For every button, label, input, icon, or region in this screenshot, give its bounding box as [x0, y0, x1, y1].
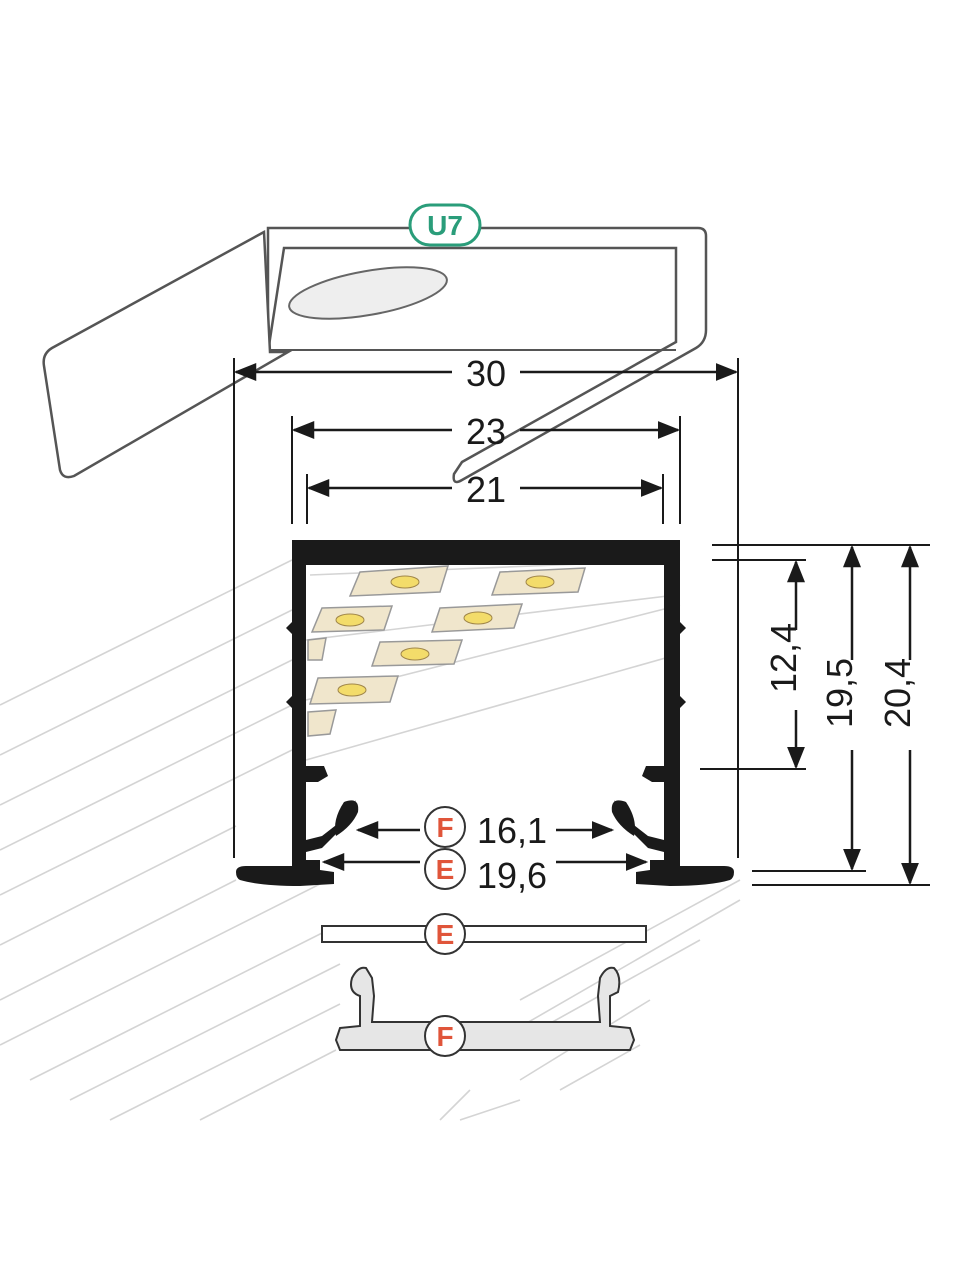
dimension-outer-width: 30: [233, 353, 739, 858]
badge-e-dimension: E: [424, 848, 466, 890]
badge-e-dimension-text: E: [436, 854, 455, 885]
badge-e-diffuser: E: [424, 913, 466, 955]
badge-e-diffuser-text: E: [436, 919, 455, 950]
height-total-label: 20,4: [877, 658, 918, 728]
dimension-inner-width-top: 23: [291, 411, 681, 524]
u7-badge-text: U7: [427, 210, 463, 241]
led-chip: [348, 565, 450, 597]
u7-badge: U7: [408, 203, 482, 247]
dimension-height-total: 20,4: [877, 544, 919, 886]
led-chip: [430, 603, 524, 633]
inner-width-top-label: 23: [466, 411, 506, 452]
aluminium-profile: [236, 540, 734, 886]
height-main-label: 19,5: [819, 658, 860, 728]
badge-f-diffuser: F: [424, 1015, 466, 1057]
dimension-height-main: 19,5: [819, 544, 861, 872]
inner-width-label: 21: [466, 469, 506, 510]
led-strip: [307, 565, 587, 737]
cover-u7: [42, 226, 708, 484]
led-chip: [490, 567, 587, 596]
inner-height-label: 12,4: [763, 623, 804, 693]
led-chip: [310, 605, 394, 633]
led-chip: [370, 639, 464, 667]
diffuser-e: [321, 925, 647, 943]
badge-f-dimension-text: F: [436, 812, 453, 843]
badge-f-dimension: F: [424, 806, 466, 848]
led-chip: [308, 675, 400, 705]
badge-f-diffuser-text: F: [436, 1021, 453, 1052]
dimension-inner-width: 21: [306, 469, 664, 524]
dimension-diffuser-e-width: 19,6: [321, 853, 649, 896]
diffuser-f-width-label: 16,1: [477, 810, 547, 851]
diffuser-e-width-label: 19,6: [477, 855, 547, 896]
dimension-diffuser-f-width: 16,1: [355, 810, 615, 851]
outer-width-label: 30: [466, 353, 506, 394]
dimension-inner-height: 12,4: [763, 559, 805, 770]
diffuser-f: [334, 966, 636, 1051]
